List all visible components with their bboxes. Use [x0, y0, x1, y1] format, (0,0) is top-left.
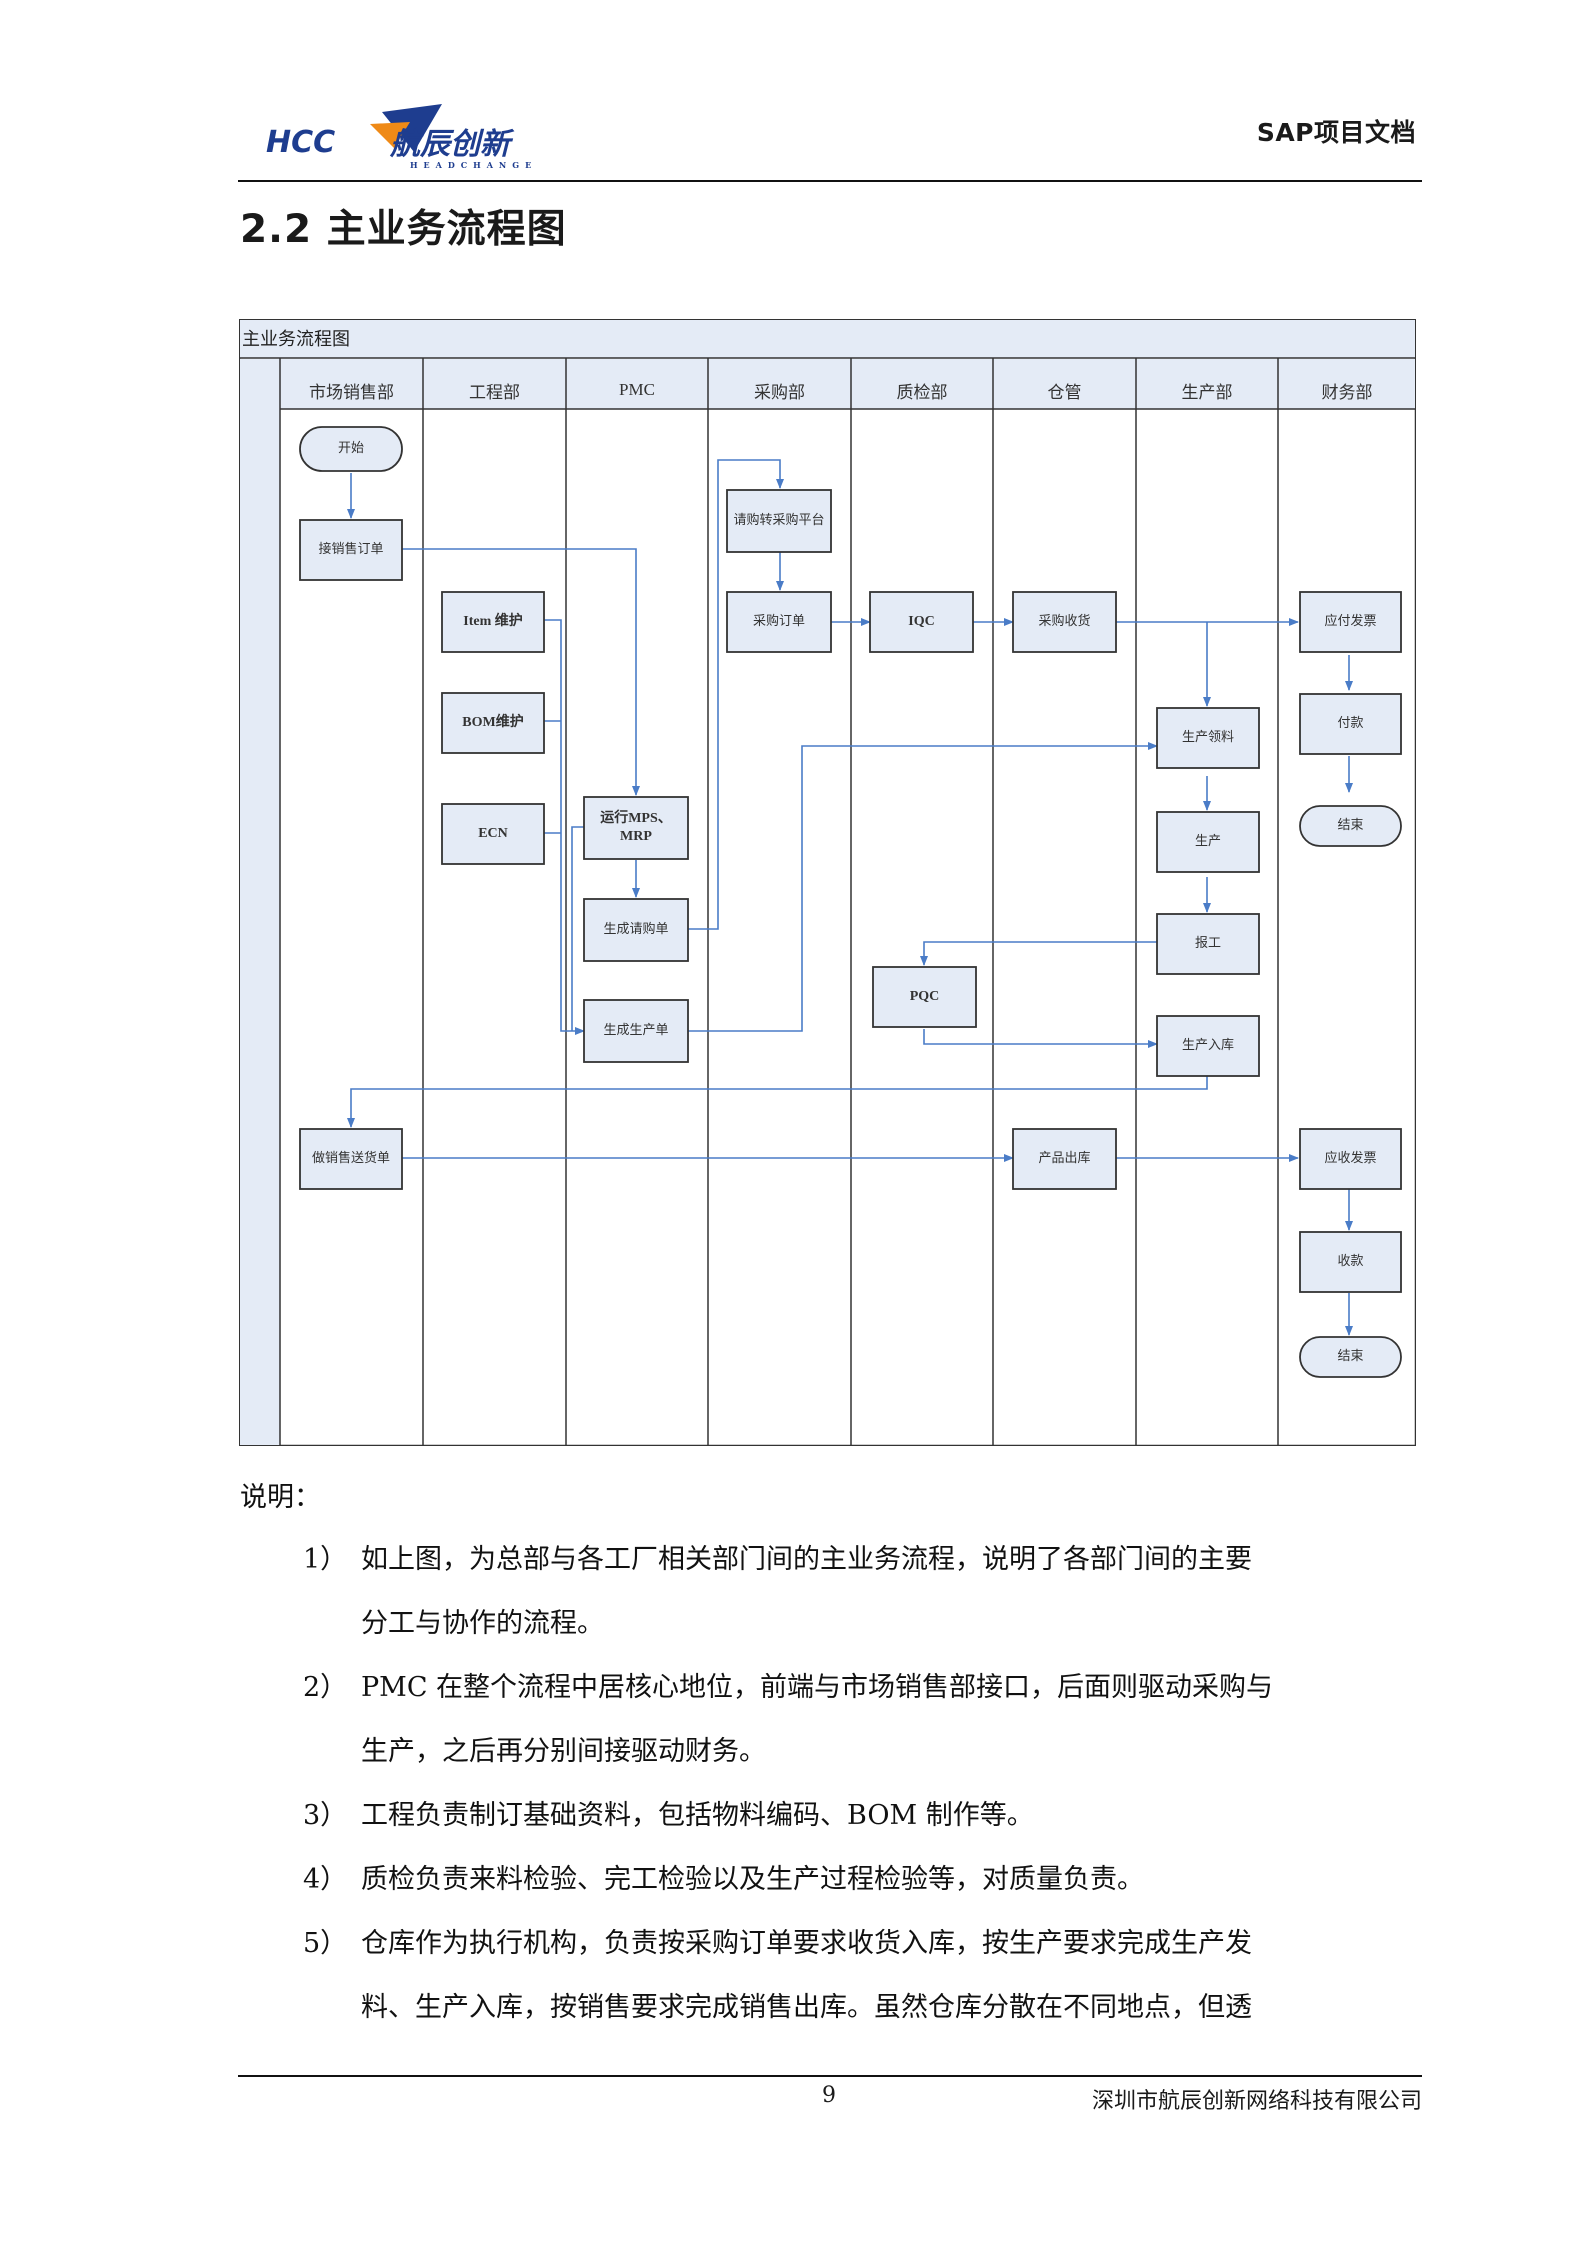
node-bom-maintenance: BOM维护: [462, 715, 524, 730]
lane-header-production: 生产部: [1181, 382, 1233, 403]
document-label: SAP项目文档: [1256, 118, 1416, 147]
logo-wing-blue: [382, 104, 442, 152]
node-end-payables: 结束: [1337, 818, 1364, 833]
note-text: 分工与协作的流程。: [361, 1608, 604, 1639]
node-ap-invoice: 应付发票: [1324, 614, 1377, 629]
node-ar-invoice: 应收发票: [1324, 1151, 1377, 1166]
node-generate-purchase-requisition: 生成请购单: [603, 922, 669, 937]
note-text: 质检负责来料检验、完工检验以及生产过程检验等，对质量负责。: [361, 1864, 1144, 1895]
terminator-start: [299, 426, 403, 472]
node-end-receivables: 结束: [1337, 1349, 1364, 1364]
node-generate-production-order: 生成生产单: [603, 1023, 669, 1038]
lane-header-finance: 财务部: [1321, 382, 1373, 403]
node-receive-sales-order: 接销售订单: [318, 542, 384, 557]
node-purchase-order: 采购订单: [752, 614, 805, 629]
lane-header-purchasing: 采购部: [754, 382, 805, 403]
section-title: 2.2 主业务流程图: [240, 207, 567, 252]
note-text: 仓库作为执行机构，负责按采购订单要求收货入库，按生产要求完成生产发: [361, 1928, 1252, 1959]
node-start: 开始: [337, 441, 364, 456]
node-iqc: IQC: [908, 614, 935, 629]
swimlane-flowchart: 主业务流程图 市场销售部 工程部 PMC 采购部 质检部 仓管 生产部 财务部 …: [239, 319, 1416, 1446]
node-run-mps-mrp: 运行MPS、MRP: [600, 811, 672, 844]
lane-header-quality: 质检部: [896, 382, 948, 403]
svg-text:HCC: HCC: [266, 125, 335, 160]
node-item-maintenance: Item 维护: [463, 614, 523, 629]
svg-text:HEADCHANGE: HEADCHANGE: [410, 160, 537, 170]
footer-divider: [238, 2075, 1422, 2077]
header-divider: [238, 180, 1422, 182]
node-purchase-receipt: 采购收货: [1038, 614, 1091, 629]
node-ecn: ECN: [478, 826, 508, 841]
footer-company-name: 深圳市航辰创新网络科技有限公司: [1091, 2089, 1422, 2114]
note-text: 生产，之后再分别间接驱动财务。: [361, 1736, 766, 1767]
svg-text:航辰创新: 航辰创新: [389, 127, 515, 162]
company-logo: HCC 航辰创新 HEADCHANGE: [262, 92, 552, 170]
node-collection: 收款: [1337, 1254, 1364, 1269]
node-product-issue: 产品出库: [1038, 1151, 1091, 1166]
node-pr-to-po-platform: 请购转采购平台: [733, 513, 825, 528]
note-text: 工程负责制订基础资料，包括物料编码、BOM 制作等。: [361, 1800, 1034, 1831]
logo-wing-orange: [370, 122, 410, 148]
note-text: PMC 在整个流程中居核心地位，前端与市场销售部接口，后面则驱动采购与: [361, 1672, 1274, 1703]
lane-header-engineering: 工程部: [469, 382, 520, 403]
node-issue-material: 生产领料: [1181, 730, 1234, 745]
lane-header-warehouse: 仓管: [1047, 382, 1082, 403]
note-number: 4）: [303, 1864, 348, 1895]
diagram-title: 主业务流程图: [242, 329, 350, 350]
node-production: 生产: [1194, 834, 1221, 849]
node-payment: 付款: [1337, 716, 1364, 731]
node-report-work: 报工: [1194, 936, 1221, 951]
lane-header-pmc: PMC: [619, 380, 655, 399]
node-pqc: PQC: [909, 989, 940, 1004]
notes-label: 说明：: [240, 1482, 321, 1513]
note-number: 3）: [303, 1800, 348, 1831]
note-text: 如上图，为总部与各工厂相关部门间的主业务流程，说明了各部门间的主要: [361, 1544, 1252, 1575]
page-number: 9: [822, 2083, 836, 2108]
note-number: 2）: [303, 1672, 348, 1703]
note-number: 5）: [303, 1928, 348, 1959]
note-text: 料、生产入库，按销售要求完成销售出库。虽然仓库分散在不同地点，但透: [361, 1992, 1252, 2023]
node-production-receipt: 生产入库: [1181, 1038, 1234, 1053]
node-sales-delivery-note: 做销售送货单: [311, 1151, 390, 1166]
lane-header-sales: 市场销售部: [309, 382, 394, 403]
note-number: 1）: [303, 1544, 348, 1575]
flowchart-canvas: [239, 319, 1416, 1446]
